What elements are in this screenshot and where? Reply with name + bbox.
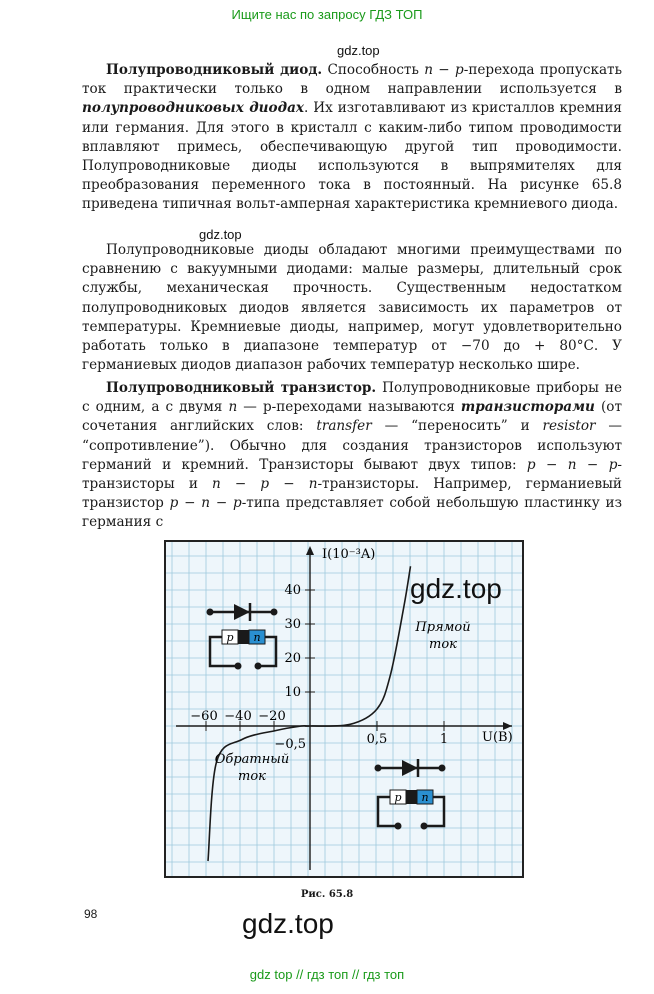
x-axis-label: U(B) [482, 730, 513, 745]
x-tick-label: −60 [190, 709, 217, 724]
reverse-current-label: ток [238, 769, 266, 784]
diode-symbol-icon [234, 604, 250, 620]
x-tick-label: −20 [258, 709, 285, 724]
p-region-label: p [394, 791, 401, 804]
iv-chart-svg: 10 20 30 40 −60 −40 −20 0,5 1 −0,5 I(10⁻… [166, 542, 522, 876]
n-region-label: n [253, 631, 260, 644]
term-diodes: полупроводниковых диодах [82, 100, 304, 117]
diode-symbol-icon [402, 760, 418, 776]
watermark-bottom: gdz.top [242, 908, 334, 939]
page-number: 98 [84, 907, 98, 921]
heading-transistor: Полупроводниковый транзистор. [106, 380, 377, 396]
watermark-figure: gdz.top [410, 573, 502, 604]
diode-circuit-forward: p n [206, 603, 278, 670]
footer-link[interactable]: gdz top [249, 967, 293, 982]
figure-iv-characteristic: 10 20 30 40 −60 −40 −20 0,5 1 −0,5 I(10⁻… [164, 540, 524, 878]
iv-curve-line [207, 566, 412, 862]
figure-caption: Рис. 65.8 [300, 889, 354, 900]
heading-diode: Полупроводниковый диод. [106, 62, 323, 78]
x-tick-label: 1 [440, 732, 448, 747]
watermark-top: gdz.top [337, 43, 380, 58]
neg-y-tick-label: −0,5 [274, 737, 306, 752]
x-tick-label: −40 [224, 709, 251, 724]
diode-circuit-reverse: p n [374, 759, 446, 830]
footer-links: gdz top // гдз топ // гдз топ [249, 967, 405, 982]
watermark-mid: gdz.top [199, 227, 242, 242]
search-hint-link[interactable]: Ищите нас по запросу ГДЗ ТОП [231, 7, 423, 22]
forward-current-label: Прямой [414, 620, 470, 635]
y-tick-label: 10 [284, 685, 301, 700]
x-axis-arrow [503, 722, 512, 730]
x-tick-label: 0,5 [367, 732, 388, 747]
p-region-label: p [226, 631, 233, 644]
x-ticks: −60 −40 −20 0,5 1 −0,5 [190, 709, 448, 752]
y-axis-label: I(10⁻³A) [322, 547, 375, 562]
paragraph-diode: Полупроводниковый диод. Способность n − … [82, 62, 622, 213]
y-tick-label: 40 [284, 583, 301, 598]
term-transistors: транзисторами [460, 399, 595, 416]
y-tick-label: 20 [284, 651, 301, 666]
forward-current-label: ток [429, 637, 457, 652]
footer-link[interactable]: гдз топ [306, 967, 349, 982]
reverse-current-label: Обратный [215, 752, 290, 767]
n-region-label: n [421, 791, 428, 804]
y-tick-label: 30 [284, 617, 301, 632]
paragraph-transistor: Полупроводниковый транзистор. Полупровод… [82, 380, 622, 531]
paragraph-advantages: Полупроводниковые диоды обладают многими… [82, 242, 622, 374]
y-axis-arrow [306, 546, 314, 555]
footer-link[interactable]: гдз топ [362, 967, 405, 982]
y-ticks: 10 20 30 40 [284, 583, 315, 700]
chart-grid [166, 542, 522, 876]
